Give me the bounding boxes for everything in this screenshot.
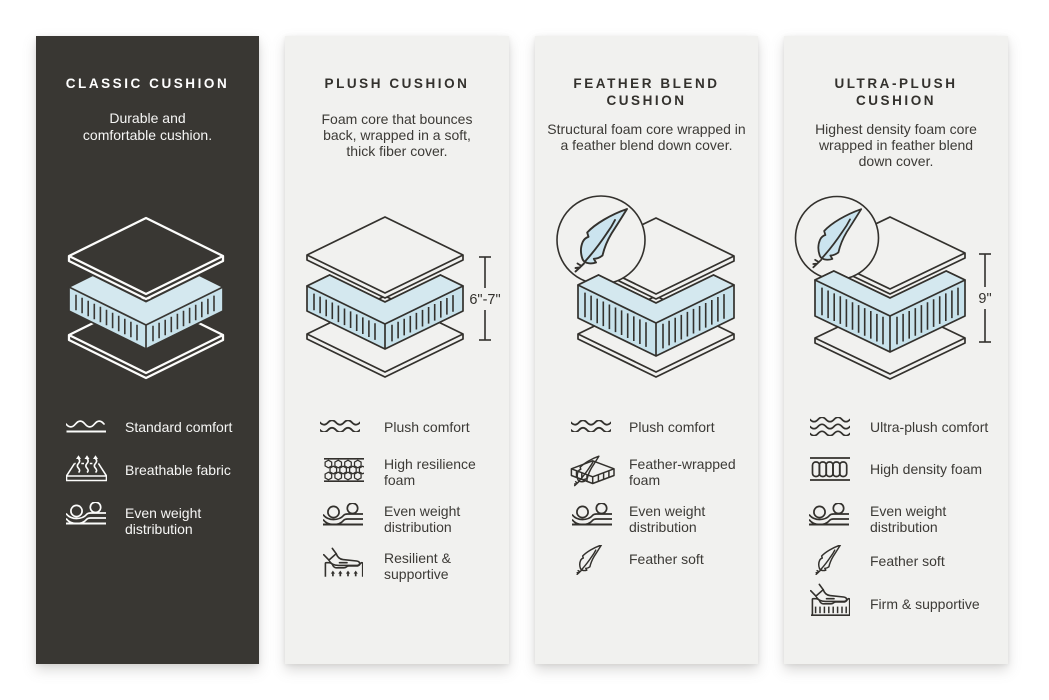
svg-text:6"-7": 6"-7"	[469, 292, 500, 308]
svg-text:9": 9"	[978, 291, 991, 307]
